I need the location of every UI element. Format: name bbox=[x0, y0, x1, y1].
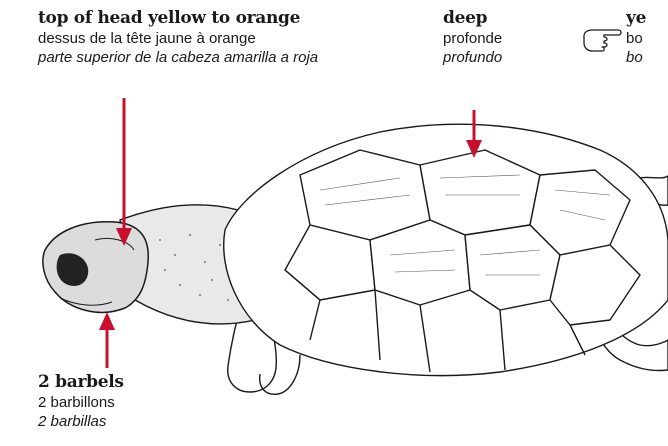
cropped-label-en: ye bbox=[626, 8, 668, 29]
barbels-label-es: 2 barbillas bbox=[38, 412, 124, 431]
shell-label-es: profundo bbox=[443, 48, 502, 67]
barbel-arrow-tip bbox=[99, 312, 115, 330]
turtle-head bbox=[43, 222, 148, 313]
turtle-shell bbox=[224, 124, 668, 375]
barbels-label-fr: 2 barbillons bbox=[38, 393, 124, 412]
cropped-label-es: bo bbox=[626, 48, 668, 67]
barbels-label-en: 2 barbels bbox=[38, 372, 124, 393]
barbels-label: 2 barbels 2 barbillons 2 barbillas bbox=[38, 372, 124, 431]
head-label-es: parte superior de la cabeza amarilla a r… bbox=[38, 48, 318, 67]
cropped-label: ye bo bo bbox=[626, 8, 668, 67]
head-label: top of head yellow to orange dessus de l… bbox=[38, 8, 318, 67]
shell-label: deep profonde profundo bbox=[443, 8, 502, 67]
shell-label-en: deep bbox=[443, 8, 502, 29]
head-label-en: top of head yellow to orange bbox=[38, 8, 318, 29]
head-label-fr: dessus de la tête jaune à orange bbox=[38, 29, 318, 48]
shell-label-fr: profonde bbox=[443, 29, 502, 48]
cropped-label-fr: bo bbox=[626, 29, 668, 48]
pointing-hand-icon bbox=[584, 30, 621, 51]
